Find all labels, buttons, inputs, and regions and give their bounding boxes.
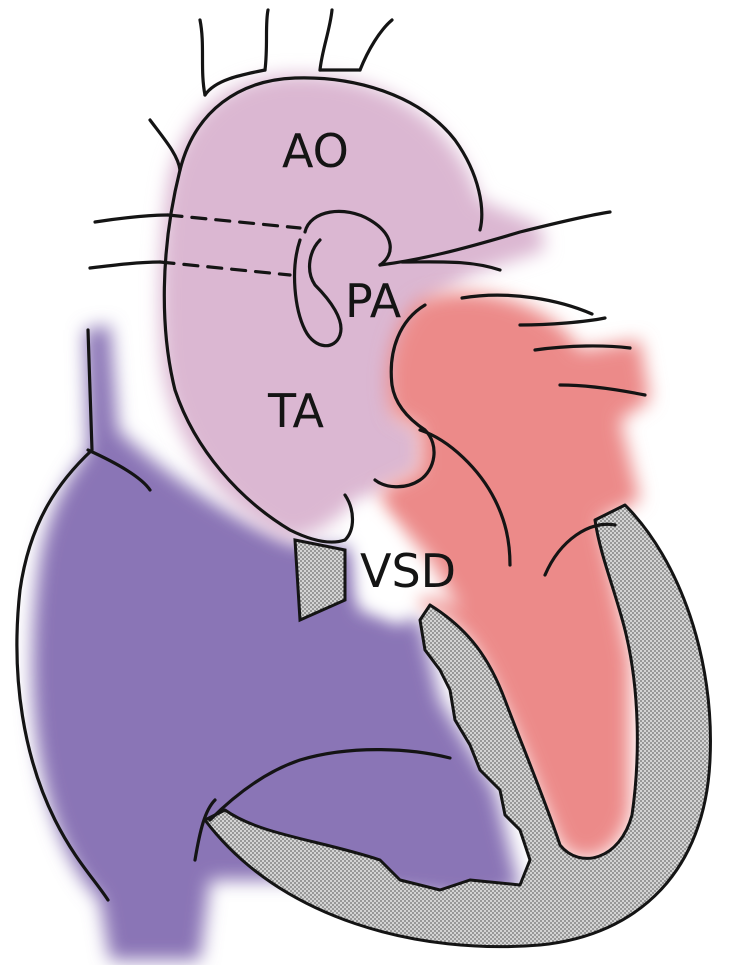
label-pulmonary-artery: PA bbox=[345, 278, 401, 324]
label-ventricular-septal-defect: VSD bbox=[360, 548, 456, 594]
label-truncus-arteriosus: TA bbox=[268, 388, 324, 434]
label-aorta: AO bbox=[282, 128, 349, 174]
